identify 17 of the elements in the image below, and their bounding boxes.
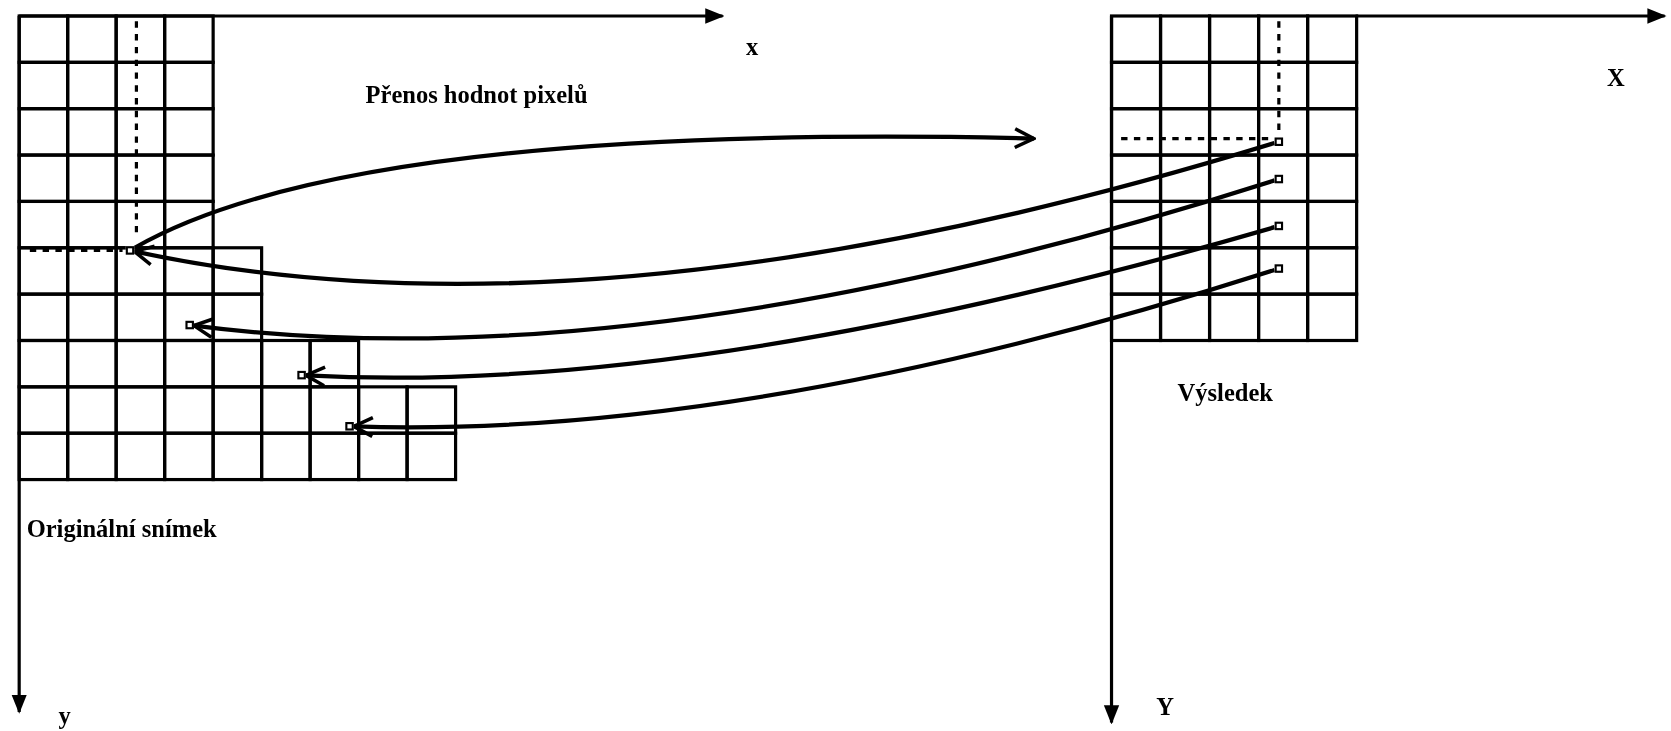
pixel-marker: [345, 422, 354, 431]
pixel-marker: [1274, 264, 1284, 273]
image-caption: Originální snímek: [26, 516, 217, 542]
arrow: [192, 178, 1276, 341]
pixel-marker: [125, 246, 135, 255]
pixel-marker: [1274, 221, 1284, 231]
arrow: [132, 141, 1276, 286]
pixel-marker: [297, 370, 306, 380]
axis-label: X: [1607, 66, 1625, 91]
pixel-marker: [185, 320, 194, 330]
pixel-marker: [1274, 137, 1284, 146]
axis-label: y: [58, 703, 71, 728]
edge-label: Přenos hodnot pixelů: [365, 83, 588, 108]
image-caption: Výsledek: [1177, 380, 1273, 405]
pixel-marker: [1274, 174, 1284, 184]
axis-label: x: [746, 35, 759, 60]
axis-label: Y: [1156, 694, 1174, 720]
